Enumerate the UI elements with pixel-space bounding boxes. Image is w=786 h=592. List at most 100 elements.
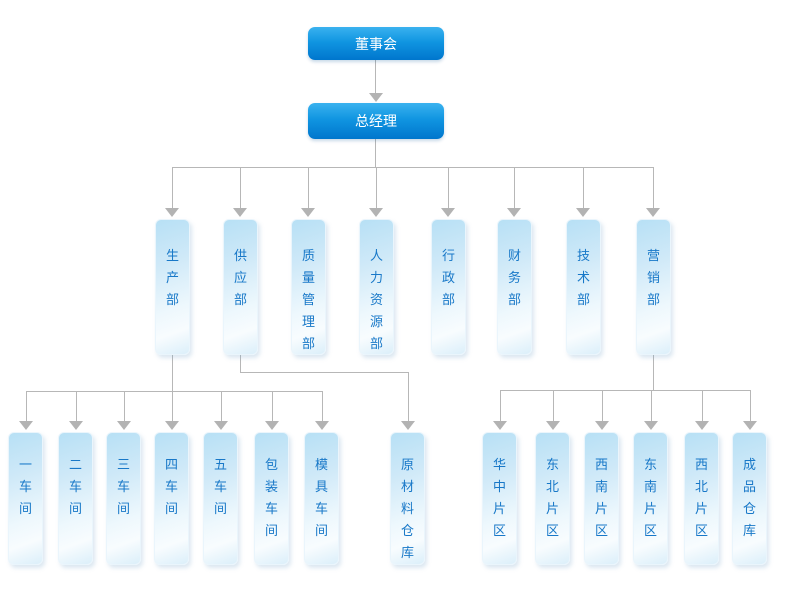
arrow-down-icon (546, 421, 560, 430)
org-node-region-southwest: 西南片区 (584, 432, 619, 565)
org-node-label: 西北片区 (694, 457, 708, 538)
org-node-region-southeast: 东南片区 (633, 432, 668, 565)
org-node-region-northwest: 西北片区 (684, 432, 719, 565)
org-node-label: 营销部 (646, 248, 660, 307)
org-node-raw-material-warehouse: 原材料仓库 (390, 432, 425, 565)
org-node-general-manager: 总经理 (308, 103, 444, 139)
connector-line (702, 390, 703, 421)
connector-line (583, 167, 584, 208)
org-node-board: 董事会 (308, 27, 444, 60)
connector-line (308, 167, 309, 208)
org-node-label: 华中片区 (492, 457, 506, 538)
arrow-down-icon (369, 208, 383, 217)
org-node-label: 行政部 (441, 248, 455, 307)
connector-line (653, 167, 654, 208)
arrow-down-icon (441, 208, 455, 217)
connector-line (26, 391, 27, 421)
org-node-label: 人力资源部 (369, 248, 383, 351)
org-node-finished-goods-warehouse: 成品仓库 (732, 432, 767, 565)
connector-line (408, 372, 409, 421)
org-node-label: 一车间 (18, 457, 32, 516)
org-node-label: 二车间 (68, 457, 82, 516)
connector-line (172, 167, 653, 168)
arrow-down-icon (493, 421, 507, 430)
arrow-down-icon (265, 421, 279, 430)
connector-line (322, 391, 323, 421)
arrow-down-icon (315, 421, 329, 430)
arrow-down-icon (165, 208, 179, 217)
arrow-down-icon (576, 208, 590, 217)
connector-line (272, 391, 273, 421)
org-node-region-northeast: 东北片区 (535, 432, 570, 565)
connector-line (553, 390, 554, 421)
org-node-dept-production: 生产部 (155, 219, 190, 355)
org-node-workshop-5: 五车间 (203, 432, 238, 565)
connector-line (376, 167, 377, 208)
org-node-dept-admin: 行政部 (431, 219, 466, 355)
org-node-label: 成品仓库 (742, 457, 756, 538)
org-node-label: 总经理 (355, 113, 397, 129)
org-node-label: 质量管理部 (301, 248, 315, 351)
arrow-down-icon (646, 208, 660, 217)
connector-line (240, 167, 241, 208)
connector-line (514, 167, 515, 208)
org-node-label: 技术部 (576, 248, 590, 307)
org-node-packaging-workshop: 包装车间 (254, 432, 289, 565)
connector-line (602, 390, 603, 421)
org-node-dept-supply: 供应部 (223, 219, 258, 355)
org-node-label: 原材料仓库 (400, 457, 414, 560)
arrow-down-icon (165, 421, 179, 430)
connector-line (448, 167, 449, 208)
org-node-workshop-4: 四车间 (154, 432, 189, 565)
arrow-down-icon (301, 208, 315, 217)
org-node-label: 模具车间 (314, 457, 328, 538)
arrow-down-icon (69, 421, 83, 430)
connector-line (653, 355, 654, 390)
org-node-label: 包装车间 (264, 457, 278, 538)
arrow-down-icon (595, 421, 609, 430)
org-node-dept-technology: 技术部 (566, 219, 601, 355)
connector-line (240, 355, 241, 372)
org-node-label: 供应部 (233, 248, 247, 307)
org-node-workshop-3: 三车间 (106, 432, 141, 565)
connector-line (172, 391, 173, 421)
connector-line (375, 60, 376, 93)
org-node-dept-hr: 人力资源部 (359, 219, 394, 355)
connector-line (750, 390, 751, 421)
org-node-dept-quality: 质量管理部 (291, 219, 326, 355)
arrow-down-icon (507, 208, 521, 217)
org-node-label: 董事会 (355, 35, 397, 52)
org-node-region-huazhong: 华中片区 (482, 432, 517, 565)
connector-line (76, 391, 77, 421)
org-node-label: 生产部 (165, 248, 179, 307)
arrow-down-icon (401, 421, 415, 430)
org-node-label: 五车间 (213, 457, 227, 516)
org-node-label: 东北片区 (545, 457, 559, 538)
arrow-down-icon (369, 93, 383, 102)
org-node-workshop-1: 一车间 (8, 432, 43, 565)
arrow-down-icon (19, 421, 33, 430)
org-node-workshop-2: 二车间 (58, 432, 93, 565)
connector-line (240, 372, 408, 373)
arrow-down-icon (695, 421, 709, 430)
connector-line (124, 391, 125, 421)
org-node-label: 财务部 (507, 248, 521, 307)
arrow-down-icon (233, 208, 247, 217)
org-node-mold-workshop: 模具车间 (304, 432, 339, 565)
org-node-label: 西南片区 (594, 457, 608, 538)
connector-line (221, 391, 222, 421)
connector-line (26, 391, 322, 392)
arrow-down-icon (743, 421, 757, 430)
arrow-down-icon (644, 421, 658, 430)
arrow-down-icon (117, 421, 131, 430)
arrow-down-icon (214, 421, 228, 430)
org-node-label: 四车间 (164, 457, 178, 516)
connector-line (172, 167, 173, 208)
connector-line (500, 390, 750, 391)
connector-line (172, 355, 173, 391)
org-node-label: 三车间 (116, 457, 130, 516)
connector-line (375, 139, 376, 167)
org-node-label: 东南片区 (643, 457, 657, 538)
org-node-dept-marketing: 营销部 (636, 219, 671, 355)
